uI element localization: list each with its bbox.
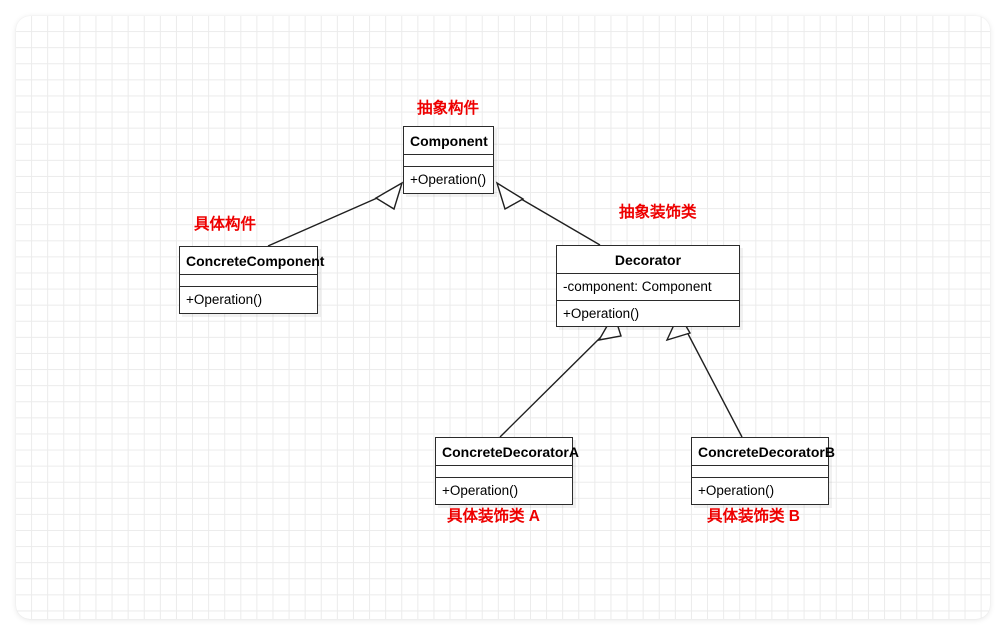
- operation-row: +Operation(): [698, 483, 775, 498]
- operation-row: +Operation(): [186, 292, 263, 307]
- class-operations-concretedecoratora: +Operation(): [436, 478, 572, 504]
- annotation-concretedecoratora: 具体装饰类 A: [447, 508, 541, 525]
- uml-class-decorator[interactable]: Decorator -component: Component +Operati…: [556, 245, 740, 327]
- class-attributes-concretecomponent: [180, 275, 317, 287]
- annotation-concretedecoratorb: 具体装饰类 B: [707, 508, 801, 525]
- class-name-concretedecoratorb: ConcreteDecoratorB: [692, 438, 835, 466]
- class-operations-concretecomponent: +Operation(): [180, 287, 317, 313]
- annotation-concretecomponent: 具体构件: [194, 216, 257, 233]
- operation-row: +Operation(): [442, 483, 519, 498]
- uml-class-concretecomponent[interactable]: ConcreteComponent +Operation(): [179, 246, 324, 314]
- class-operations-concretedecoratorb: +Operation(): [692, 478, 828, 504]
- operation-row: +Operation(): [563, 305, 640, 321]
- annotation-decorator: 抽象装饰类: [619, 204, 697, 221]
- attribute-row: -component: Component: [563, 279, 712, 294]
- class-attributes-concretedecoratorb: [692, 466, 828, 478]
- uml-class-concretedecoratora[interactable]: ConcreteDecoratorA +Operation(): [435, 437, 579, 505]
- class-operations-decorator: +Operation(): [557, 301, 739, 327]
- class-attributes-decorator: -component: Component: [557, 274, 739, 301]
- annotation-component: 抽象构件: [417, 100, 480, 117]
- operation-row: +Operation(): [410, 172, 487, 187]
- uml-class-component[interactable]: Component +Operation(): [403, 126, 494, 194]
- class-operations-component: +Operation(): [404, 167, 493, 193]
- class-attributes-component: [404, 155, 493, 167]
- class-name-concretedecoratora: ConcreteDecoratorA: [436, 438, 579, 466]
- uml-class-concretedecoratorb[interactable]: ConcreteDecoratorB +Operation(): [691, 437, 835, 505]
- class-name-concretecomponent: ConcreteComponent: [180, 247, 324, 275]
- class-name-decorator: Decorator: [557, 246, 739, 274]
- diagram-canvas[interactable]: [16, 16, 990, 619]
- class-name-component: Component: [404, 127, 493, 155]
- class-attributes-concretedecoratora: [436, 466, 572, 478]
